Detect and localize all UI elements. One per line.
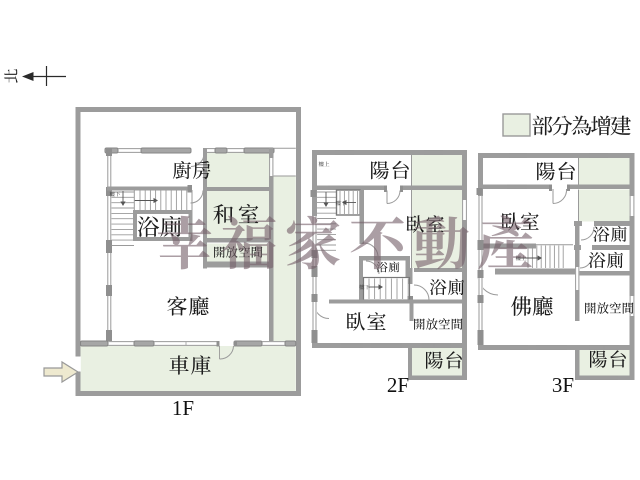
svg-text:2F: 2F — [387, 373, 409, 397]
svg-text:1F: 1F — [172, 396, 194, 420]
svg-text:3F: 3F — [552, 373, 574, 397]
